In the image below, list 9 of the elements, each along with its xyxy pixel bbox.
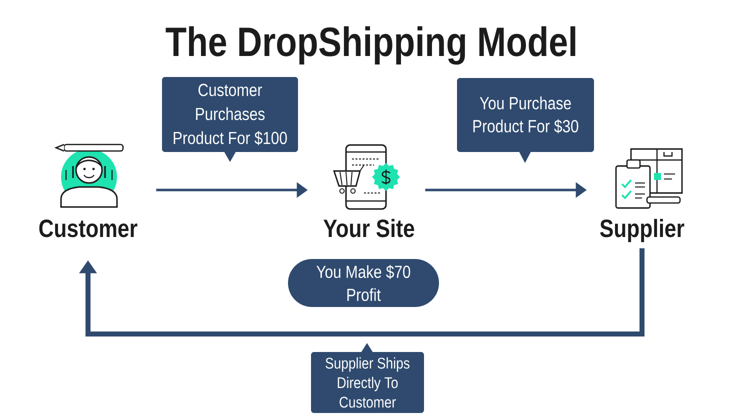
speech-bubble: Supplier Ships Directly To Customer [311, 343, 424, 413]
rounded-box: You Make $70 Profit [288, 259, 439, 307]
node-label: Customer [39, 220, 138, 238]
title: The DropShipping Model [166, 26, 576, 65]
arrow [79, 248, 644, 336]
speech-bubble: You Purchase Product For $30 [457, 78, 594, 163]
node-label: Your Site [324, 218, 414, 238]
speech-bubble: Customer Purchases Product For $100 [162, 77, 298, 162]
node-label: Supplier [600, 218, 684, 242]
